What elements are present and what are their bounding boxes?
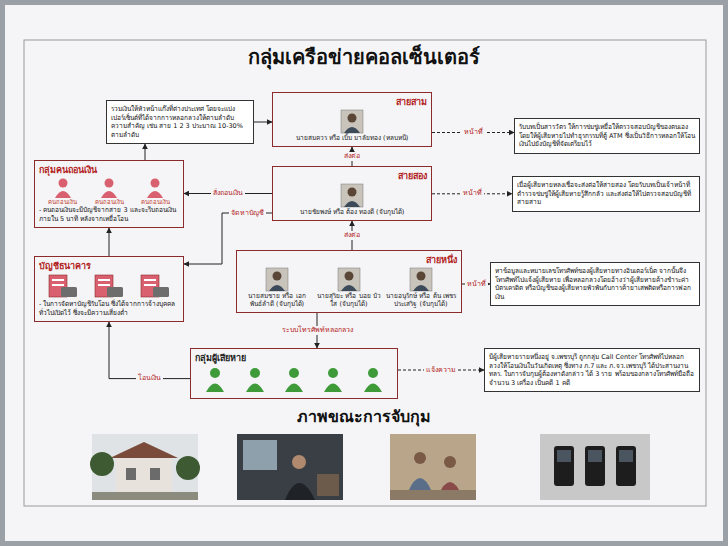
group-box: กลุ่มคนถอนเงินคนถอนเงินคนถอนเงินคนถอนเงิ… <box>34 160 184 228</box>
diagram-title: กลุ่มเครือข่ายคอลเซ็นเตอร์ <box>0 44 728 70</box>
note-text: รวมเงินให้หัวหน้าแก๊งที่ต่างประเทศ โดยจะ… <box>111 105 249 139</box>
icon-caption: คนถอนเงิน <box>132 198 179 206</box>
section-heading: ภาพขณะการจับกุม <box>0 406 728 428</box>
person-name: นายชัยพงษ์ หรือ ต้อง ทองดี (จับกุมได้) <box>277 208 427 216</box>
text-row: นายชัยพงษ์ หรือ ต้อง ทองดี (จับกุมได้) <box>277 182 427 216</box>
tier-box: สายสามนายสมควร หรือ เบิ้ม มาลัยทอง (หลบห… <box>272 92 432 147</box>
suspect-photo <box>341 184 363 207</box>
note-box: หาข้อมูลและหมายเลขโทรศัพท์ของผู้เสียหายท… <box>490 262 700 306</box>
box-heading: บัญชีธนาคาร <box>39 261 179 272</box>
arrest-photo <box>540 434 650 500</box>
person-name: นายอนุรักษ์ หรือ ต้น เพชรประเสริฐ (จับกุ… <box>385 292 457 308</box>
victim-group-box: กลุ่มผู้เสียหาย <box>190 348 398 399</box>
text-row: นายสมชาย หรือ เอก พันธ์ลำดี (จับกุมได้)น… <box>241 266 457 308</box>
connector-arrow <box>109 228 110 256</box>
edge-label: หน้าที่ <box>462 128 485 137</box>
icon-space <box>39 272 179 300</box>
withdrawer-icon <box>55 179 71 199</box>
bankbook-icon <box>95 275 123 297</box>
edge-label: หน้าที่ <box>465 280 488 289</box>
person-name: นายสมชาย หรือ เอก พันธ์ลำดี (จับกุมได้) <box>241 292 313 308</box>
victim-icon <box>324 368 342 392</box>
person-name: นายสมควร หรือ เบิ้ม มาลัยทอง (หลบหนี) <box>277 134 427 142</box>
edge-label: ส่งต่อ <box>342 152 362 161</box>
suspect-photo <box>338 268 360 291</box>
victim-icon <box>364 368 382 392</box>
icon-space <box>195 364 393 394</box>
tier-box: สายหนึ่งนายสมชาย หรือ เอก พันธ์ลำดี (จับ… <box>236 250 462 313</box>
suspect-photo <box>410 268 432 291</box>
edge-label: จัดหาบัญชี <box>229 209 266 218</box>
tier-box: สายสองนายชัยพงษ์ หรือ ต้อง ทองดี (จับกุม… <box>272 166 432 221</box>
connector-arrow <box>184 213 272 264</box>
text-row: นายสมควร หรือ เบิ้ม มาลัยทอง (หลบหนี) <box>277 108 427 142</box>
box-heading: กลุ่มผู้เสียหาย <box>195 353 393 364</box>
withdrawer-icon <box>147 179 163 199</box>
suspect-photo <box>266 268 288 291</box>
bankbook-icon <box>141 275 169 297</box>
box-heading: สายสอง <box>277 171 427 182</box>
edge-label: ระบบโทรศัพท์หลอกลวง <box>280 326 355 335</box>
bankbook-icon <box>49 275 77 297</box>
note-text: มีผู้เสียหายรายหนึ่งอยู่ จ.เพชรบุรี ถูกก… <box>489 353 695 387</box>
body-text: - คนถอนเงินจะมีบัญชีจากสาย 3 และจะรีบถอน… <box>39 206 179 223</box>
victim-icon <box>206 368 224 392</box>
body-text: - ในการจัดหาบัญชีรับโอน ซึ่งได้จากการจ้า… <box>39 300 179 317</box>
note-text: เมื่อผู้เสียหายหลงเชื่อจะส่งต่อให้สายสอง… <box>517 181 695 207</box>
icon-caption: คนถอนเงิน <box>86 198 133 206</box>
note-box: รับบทเป็นสารวัตร ให้การข่มขู่เหยื่อให้ตร… <box>514 118 700 154</box>
edge-label: โอนเงิน <box>136 374 163 383</box>
edge-label: หน้าที่ <box>461 189 484 198</box>
note-text: หาข้อมูลและหมายเลขโทรศัพท์ของผู้เสียหายท… <box>495 267 695 301</box>
box-heading: สายหนึ่ง <box>241 255 457 266</box>
icon-caption: คนถอนเงิน <box>39 198 86 206</box>
person-name: นายสุริยะ หรือ บอย บัวใส (จับกุมได้) <box>313 292 385 308</box>
suspect-photo <box>341 110 363 133</box>
withdrawer-icon <box>101 179 117 199</box>
connector-arrow <box>109 322 190 379</box>
note-box: รวมเงินให้หัวหน้าแก๊งที่ต่างประเทศ โดยจะ… <box>106 100 254 144</box>
poster-frame <box>24 40 706 506</box>
text-row: คนถอนเงินคนถอนเงินคนถอนเงิน <box>39 176 179 206</box>
victim-icon <box>285 368 303 392</box>
edge-label: สั่งถอนเงิน <box>211 189 245 198</box>
note-box: มีผู้เสียหายรายหนึ่งอยู่ จ.เพชรบุรี ถูกก… <box>484 348 700 392</box>
arrest-photo <box>390 434 476 500</box>
account-box: บัญชีธนาคาร - ในการจัดหาบัญชีรับโอน ซึ่งไ… <box>34 256 184 322</box>
arrest-photo <box>90 434 200 500</box>
note-box: เมื่อผู้เสียหายหลงเชื่อจะส่งต่อให้สายสอง… <box>512 176 700 212</box>
victim-icon <box>246 368 264 392</box>
edge-label: แจ้งความ <box>424 366 458 375</box>
box-heading: สายสาม <box>277 97 427 108</box>
note-text: รับบทเป็นสารวัตร ให้การข่มขู่เหยื่อให้ตร… <box>519 123 695 149</box>
connector-arrow <box>145 144 146 160</box>
arrest-photo <box>237 434 343 500</box>
edge-label: ส่งต่อ <box>342 231 362 240</box>
box-heading: กลุ่มคนถอนเงิน <box>39 165 179 176</box>
connector-arrow <box>254 122 272 123</box>
